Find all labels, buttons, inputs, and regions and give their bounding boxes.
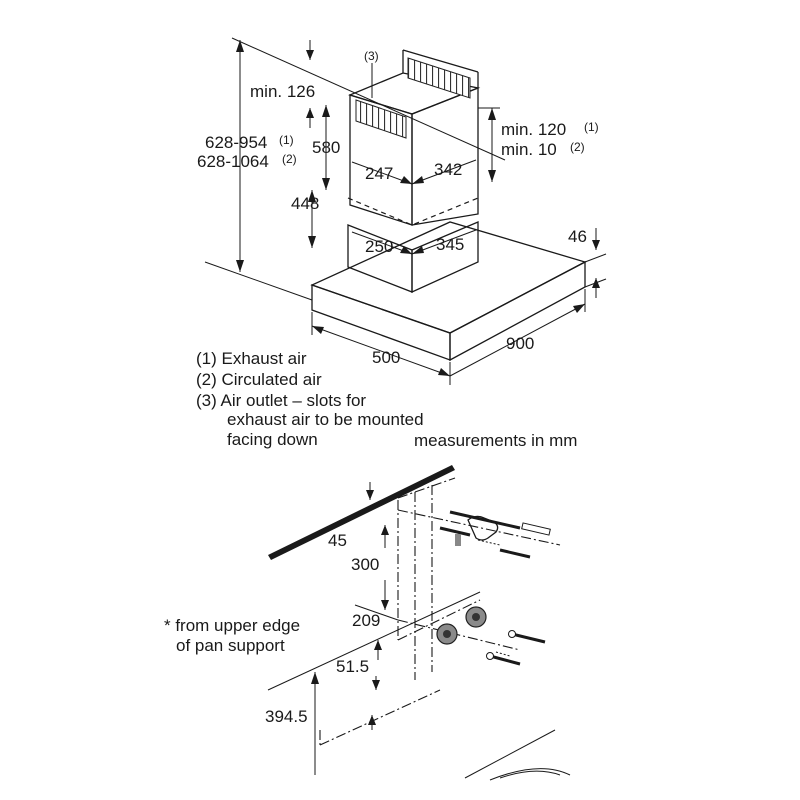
ceiling-slab <box>268 465 455 560</box>
hood-drawing <box>204 37 607 385</box>
callout-3: (3) <box>364 49 379 63</box>
upper-chimney <box>348 49 481 226</box>
pan-support-note: * from upper edge <box>164 616 300 635</box>
legend-air-outlet-line3: facing down <box>227 430 318 449</box>
dim-height-range-circulated: 628-1064 <box>197 152 269 171</box>
dim-900: 900 <box>506 334 534 353</box>
note-min-120: (1) <box>584 120 599 134</box>
note-min-10: (2) <box>570 140 585 154</box>
legend: (1) Exhaust air (2) Circulated air (3) A… <box>196 349 424 449</box>
dim-394-5: 394.5 <box>265 707 308 726</box>
wall-line <box>204 261 313 301</box>
dim-min-120: min. 120 <box>501 120 566 139</box>
legend-exhaust-air: (1) Exhaust air <box>196 349 307 368</box>
dim-448: 448 <box>291 194 319 213</box>
dim-247: 247 <box>365 164 393 183</box>
dim-height-range-exhaust: 628-954 <box>205 133 267 152</box>
dim-46: 46 <box>568 227 587 246</box>
dim-580: 580 <box>312 138 340 157</box>
dim-342: 342 <box>434 160 462 179</box>
legend-air-outlet-line2: exhaust air to be mounted <box>227 410 424 429</box>
wall-bracket <box>467 515 499 541</box>
lower-chimney <box>347 197 479 294</box>
dim-250: 250 <box>365 237 393 256</box>
dim-300: 300 <box>351 555 379 574</box>
air-outlet-slots-rear <box>407 57 471 99</box>
dim-51-5: 51.5 <box>336 657 369 676</box>
upper-screws <box>439 510 551 559</box>
legend-air-outlet: (3) Air outlet – slots for <box>196 391 366 410</box>
mounting-drawing <box>267 465 571 781</box>
dim-45: 45 <box>328 531 347 550</box>
units-note: measurements in mm <box>414 431 577 450</box>
note-circulated: (2) <box>282 152 297 166</box>
dim-min-10: min. 10 <box>501 140 557 159</box>
fixing-dampers <box>436 606 546 666</box>
air-outlet-slots <box>355 99 407 139</box>
ceiling-line <box>231 37 506 161</box>
dim-209: 209 <box>352 611 380 630</box>
note-exhaust: (1) <box>279 133 294 147</box>
legend-circulated-air: (2) Circulated air <box>196 370 322 389</box>
dim-min-126: min. 126 <box>250 82 315 101</box>
dim-500: 500 <box>372 348 400 367</box>
pan-support-note-line2: of pan support <box>176 636 285 655</box>
dim-345: 345 <box>436 235 464 254</box>
